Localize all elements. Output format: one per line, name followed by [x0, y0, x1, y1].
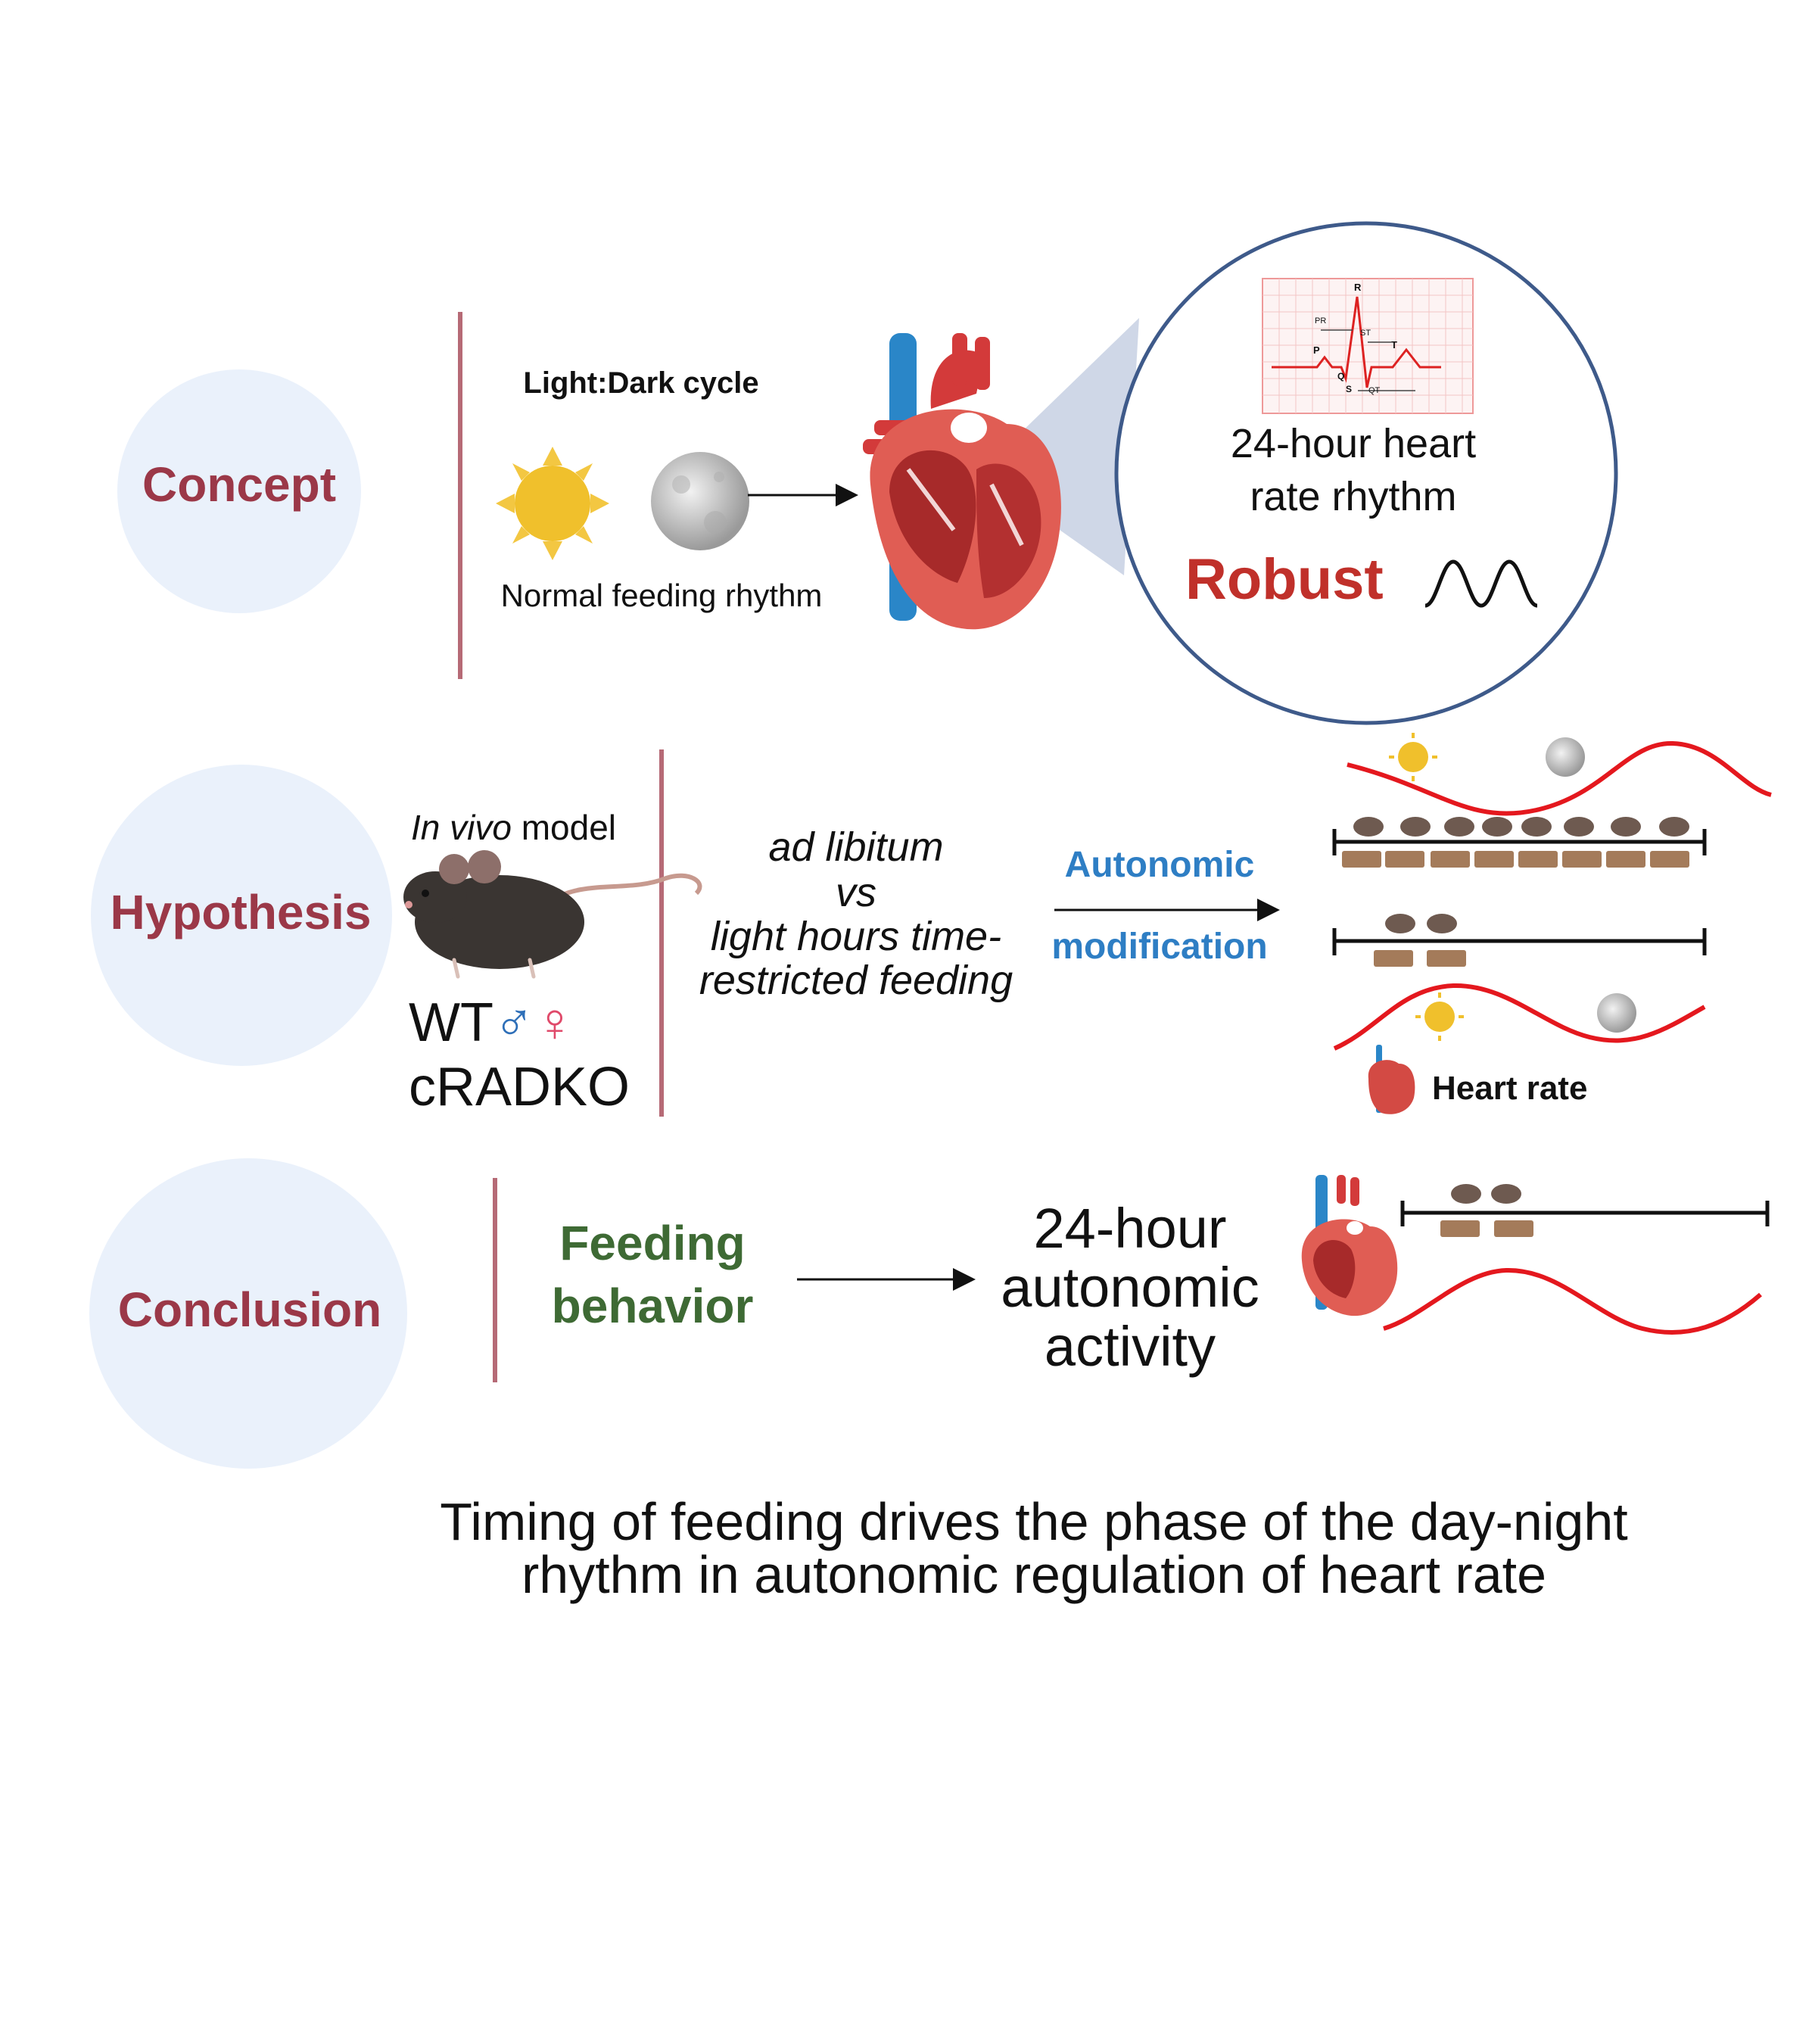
heart-rate-wave	[1333, 983, 1706, 1051]
ecg-label-r: R	[1354, 282, 1362, 293]
concept-divider	[458, 312, 462, 679]
ecg-icon	[1262, 278, 1474, 414]
waveform-icon	[1424, 559, 1538, 608]
food-pellet-icon	[1374, 950, 1466, 967]
ecg-label-qt: QT	[1368, 386, 1381, 395]
sun-icon	[1415, 992, 1464, 1041]
wt-group-label: WT♂♀	[409, 992, 575, 1054]
ecg-label-p: P	[1313, 344, 1320, 356]
mouse-icon	[1451, 1184, 1521, 1204]
result-line1: 24-hour	[1033, 1197, 1227, 1260]
zoom-title-line2: rate rhythm	[1250, 474, 1457, 519]
sun-icon	[496, 447, 609, 560]
male-icon: ♂	[493, 992, 534, 1053]
condition-line1: ad libitum	[768, 824, 944, 870]
hypothesis-label: Hypothesis	[110, 885, 372, 939]
sun-icon	[1389, 733, 1437, 781]
zoom-title-line1: 24-hour heart	[1230, 421, 1477, 466]
moon-icon	[651, 452, 749, 550]
hypothesis-bubble	[91, 765, 392, 1066]
food-pellet-icon	[1440, 1220, 1533, 1237]
ecg-label-pr: PR	[1315, 316, 1327, 326]
condition-line3: light hours time-	[710, 914, 1002, 959]
ecg-label-q: Q	[1337, 371, 1345, 382]
autonomic-label: Autonomic	[1064, 845, 1255, 885]
condition-line4: restricted feeding	[699, 958, 1013, 1003]
moon-icon	[1546, 737, 1585, 777]
moon-icon	[1597, 993, 1636, 1033]
mouse-icon	[1353, 817, 1689, 837]
summary-line2: rhythm in autonomic regulation of heart …	[521, 1545, 1547, 1604]
modification-label: modification	[1051, 927, 1268, 967]
conclusion-divider	[493, 1178, 497, 1382]
hypothesis-divider-left	[659, 749, 664, 1117]
normal-feeding-label: Normal feeding rhythm	[500, 578, 823, 613]
food-pellet-icon	[1342, 851, 1689, 868]
feeding-label-line1: Feeding	[559, 1216, 746, 1270]
concept-bubble	[117, 369, 361, 613]
mouse-icon	[403, 850, 702, 979]
robust-label: Robust	[1185, 547, 1384, 612]
result-line3: activity	[1044, 1315, 1216, 1378]
heart-icon	[1368, 1045, 1415, 1114]
heart-icon	[863, 333, 1061, 630]
ecg-label-t: T	[1391, 339, 1397, 351]
cradko-label: cRADKO	[409, 1057, 630, 1117]
conclusion-bubble	[89, 1158, 407, 1469]
in-vivo-model-label: In vivo model	[411, 807, 616, 848]
concept-label: Concept	[142, 457, 336, 512]
feeding-label-line2: behavior	[551, 1279, 754, 1333]
conclusion-wave	[1383, 1267, 1762, 1335]
mouse-icon	[1385, 914, 1457, 933]
condition-line2: vs	[836, 870, 876, 915]
light-dark-wave	[1347, 740, 1772, 816]
heart-icon	[1301, 1175, 1398, 1316]
in-vivo-italic: In vivo	[411, 808, 512, 847]
ecg-label-s: S	[1346, 384, 1353, 394]
wt-text: WT	[409, 992, 493, 1053]
ecg-label-st: ST	[1360, 329, 1371, 338]
heart-rate-label: Heart rate	[1432, 1070, 1588, 1107]
zoom-cone	[1018, 318, 1139, 575]
light-dark-cycle-label: Light:Dark cycle	[523, 366, 759, 400]
result-line2: autonomic	[1001, 1256, 1259, 1319]
female-icon: ♀	[534, 992, 575, 1053]
conclusion-label: Conclusion	[117, 1282, 382, 1337]
model-word: model	[511, 808, 617, 847]
summary-line1: Timing of feeding drives the phase of th…	[440, 1492, 1628, 1551]
